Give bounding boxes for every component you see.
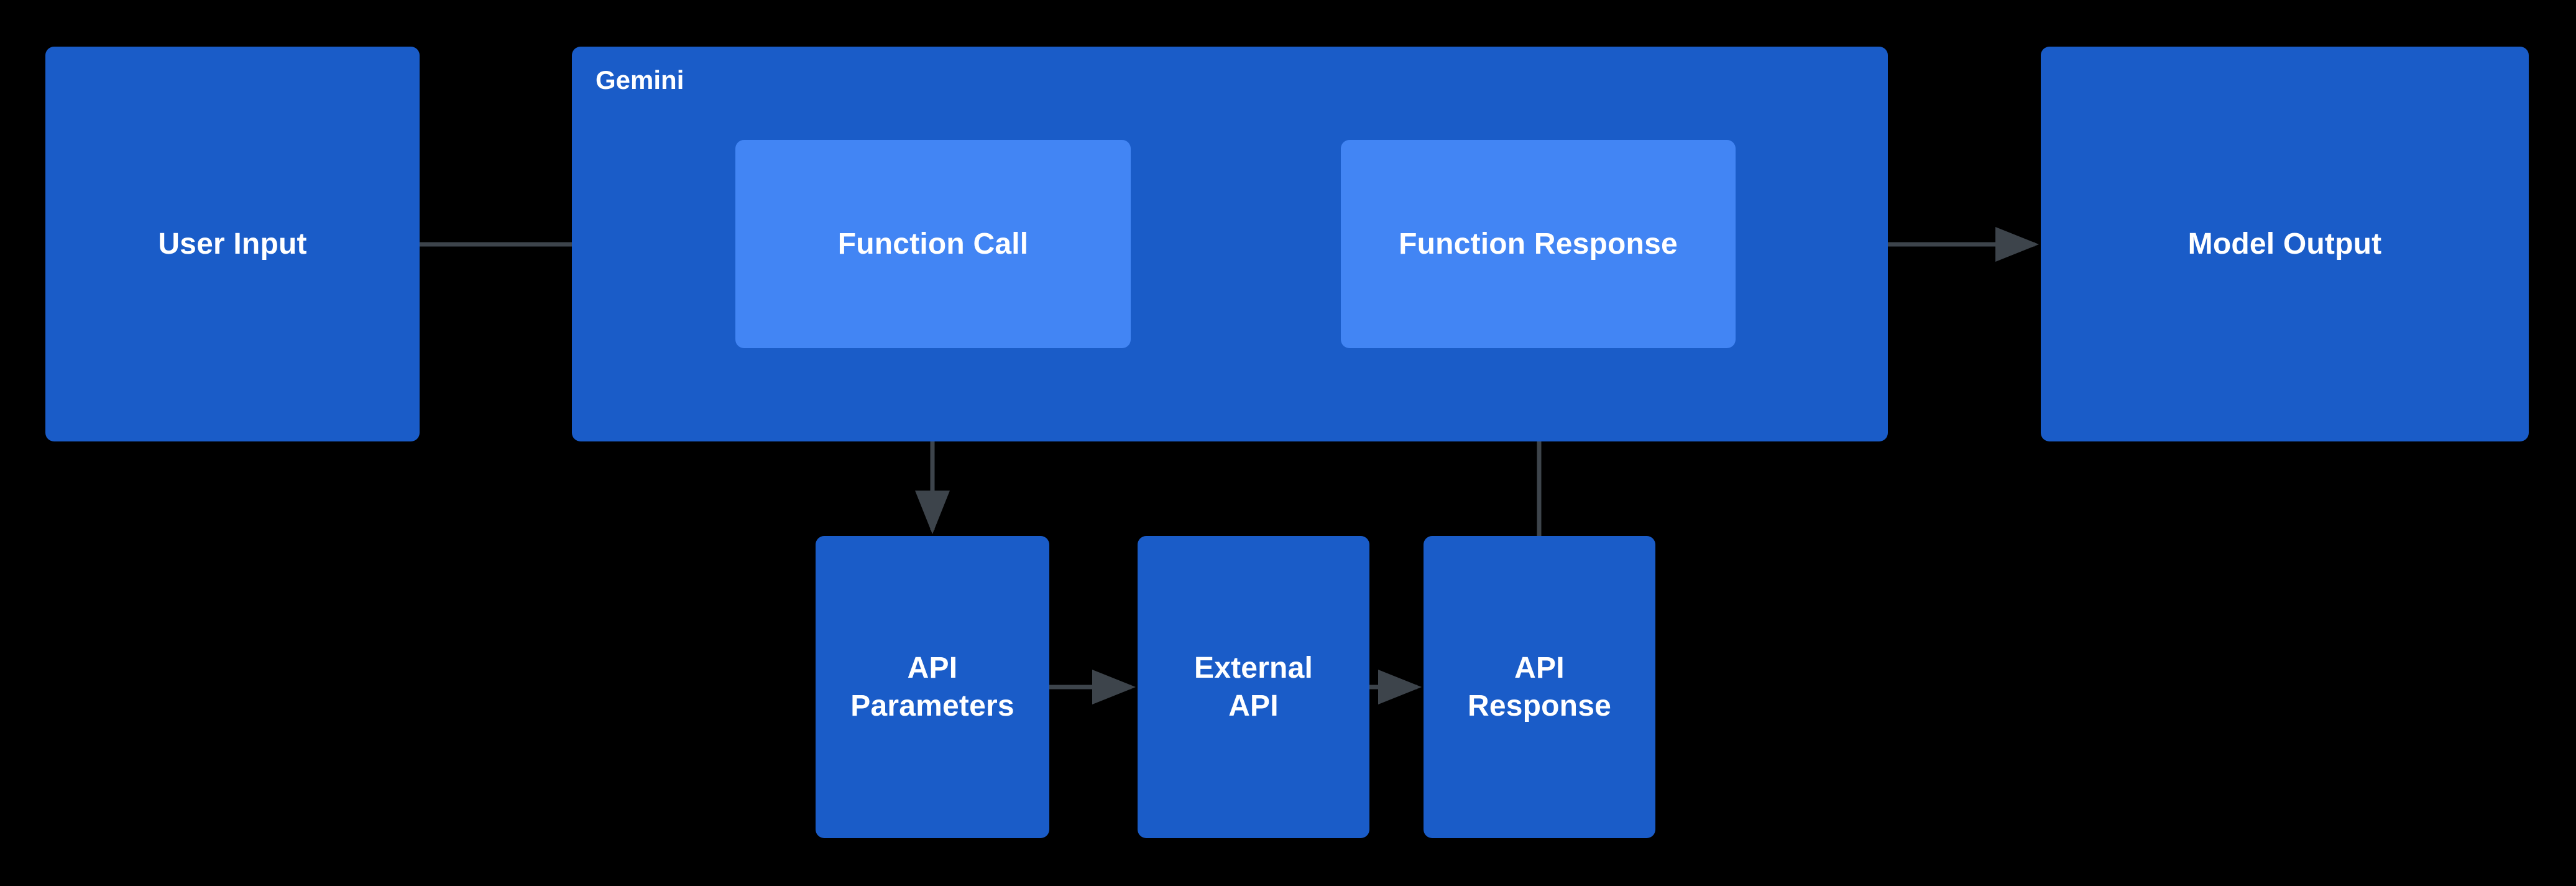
- node-external-api[interactable]: External API: [1138, 536, 1369, 838]
- node-function-call[interactable]: Function Call: [735, 140, 1131, 348]
- node-external-api-label: External API: [1194, 651, 1313, 722]
- node-user-input-label: User Input: [158, 227, 307, 261]
- node-api-parameters-label: API Parameters: [850, 651, 1014, 722]
- node-function-response[interactable]: Function Response: [1341, 140, 1736, 348]
- node-user-input[interactable]: User Input: [45, 47, 420, 441]
- gemini-container-title: Gemini: [596, 65, 684, 95]
- node-function-call-label: Function Call: [837, 227, 1029, 261]
- node-api-response-label: API Response: [1467, 651, 1611, 722]
- node-model-output[interactable]: Model Output: [2041, 47, 2529, 441]
- node-function-response-label: Function Response: [1399, 227, 1678, 261]
- node-model-output-label: Model Output: [2187, 227, 2382, 261]
- node-api-parameters[interactable]: API Parameters: [816, 536, 1049, 838]
- node-api-response[interactable]: API Response: [1424, 536, 1655, 838]
